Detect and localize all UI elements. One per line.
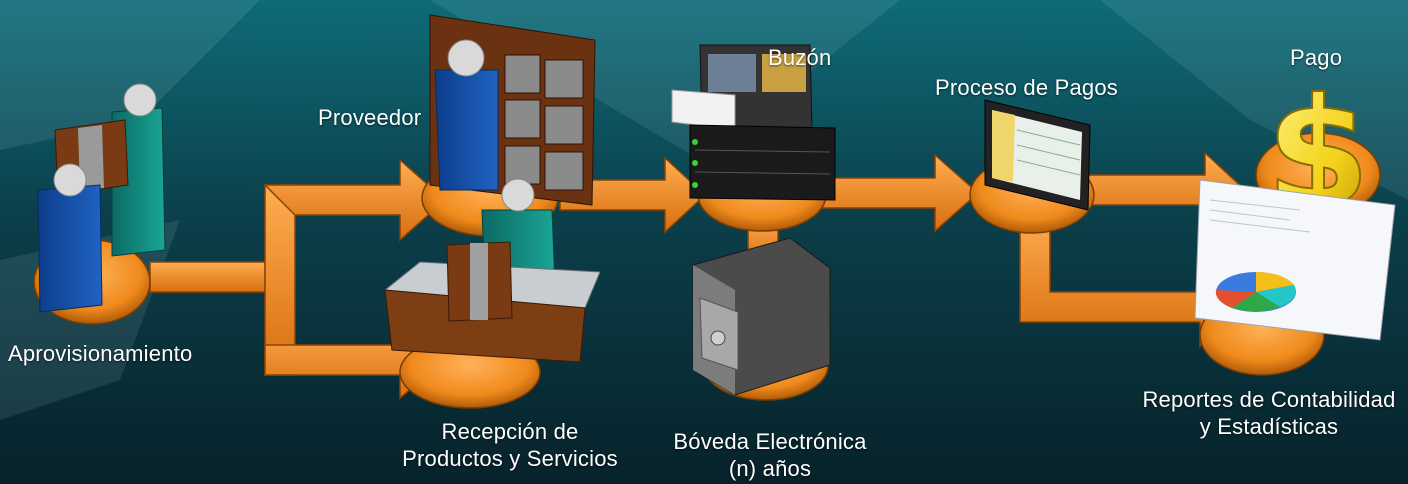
label-proceso-pagos: Proceso de Pagos <box>935 75 1118 100</box>
safe-vault-icon <box>692 237 831 396</box>
pie-chart-report-icon <box>1194 179 1396 341</box>
arrow-aprovisionamiento-split <box>149 261 266 293</box>
label-reportes-line2: y Estadísticas <box>1199 414 1339 439</box>
label-reportes: Reportes de Contabilidad y Estadísticas <box>1135 386 1403 440</box>
workers-carrying-box-icon <box>37 83 166 313</box>
label-aprovisionamiento: Aprovisionamiento <box>8 341 193 366</box>
arrow-to-proveedor <box>263 158 447 242</box>
label-boveda: Bóveda Electrónica (n) años <box>665 428 875 482</box>
label-reportes-line1: Reportes de Contabilidad <box>1142 387 1396 412</box>
arrow-buzon-proceso <box>819 153 980 233</box>
monitor-spreadsheet-icon <box>984 99 1091 211</box>
arrow-proveedor-buzon <box>559 156 707 234</box>
label-boveda-line1: Bóveda Electrónica <box>673 429 867 454</box>
reception-desk-icon <box>383 178 601 363</box>
server-mailbox-icon <box>671 44 836 201</box>
label-recepcion-line1: Recepción de <box>441 419 579 444</box>
label-recepcion-line2: Productos y Servicios <box>402 446 618 471</box>
label-proveedor: Proveedor <box>318 105 422 130</box>
label-buzon: Buzón <box>768 45 832 70</box>
label-boveda-line2: (n) años <box>728 456 812 481</box>
label-pago: Pago <box>1290 45 1343 70</box>
worker-with-shelves-icon <box>429 14 596 206</box>
label-recepcion: Recepción de Productos y Servicios <box>395 418 625 472</box>
